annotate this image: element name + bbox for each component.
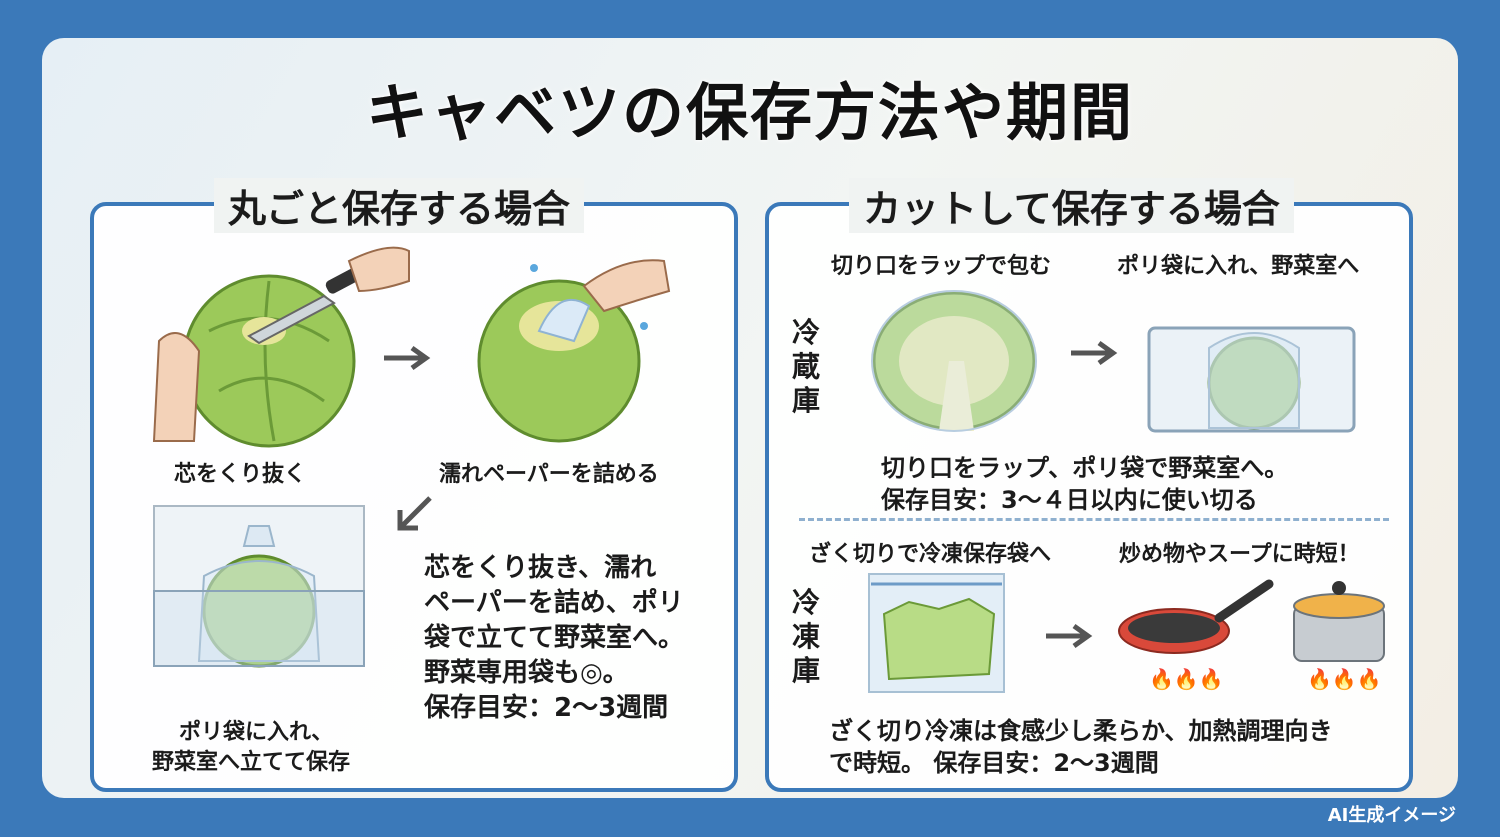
vegetable-drawer-illustration: [153, 505, 365, 668]
freezer-bag-illustration: [868, 573, 1005, 693]
soup-pot-illustration: 🔥🔥🔥: [1293, 581, 1385, 691]
whole-storage-panel: 丸ごと保存する場合 芯をくり抜く 濡れペーパーを詰める ポリ袋に入れ、 野菜室へ…: [90, 178, 738, 792]
drawer-bagged-cabbage-illustration: [1147, 326, 1356, 433]
description-line: 野菜専用袋も◎。: [424, 658, 629, 688]
wrapped-half-cabbage-illustration: [871, 290, 1037, 432]
freezer-description-line2: で時短。 保存目安：2〜3週間: [829, 749, 1159, 777]
step-bag-line2: 野菜室へ立てて保存: [152, 750, 351, 775]
description-line: ペーパーを詰め、ポリ: [424, 588, 684, 618]
storage-period: 保存目安：2〜3週間: [424, 693, 669, 723]
fridge-step1: 切り口をラップで包む: [831, 254, 1052, 279]
description-line: 芯をくり抜き、濡れ: [424, 553, 657, 583]
frying-pan-illustration: 🔥🔥🔥: [1118, 579, 1274, 691]
arrow-down-left-icon: [397, 496, 432, 531]
fridge-description-line1: 切り口をラップ、ポリ袋で野菜室へ。: [881, 454, 1289, 482]
arrow-right-icon: [1071, 340, 1118, 366]
cabbage-paper-illustration: [477, 259, 671, 443]
ai-generated-badge: AI生成イメージ: [1327, 805, 1456, 826]
flame-icon: 🔥🔥🔥: [1307, 667, 1382, 691]
cabbage-knife-illustration: [152, 246, 410, 448]
freezer-step1: ざく切りで冷凍保存袋へ: [809, 542, 1052, 567]
panel-title: 丸ごと保存する場合: [214, 178, 585, 233]
page-title: キャベツの保存方法や期間: [365, 76, 1134, 149]
description-line: 袋で立てて野菜室へ。: [424, 623, 685, 653]
whole-description: 芯をくり抜き、濡れ ペーパーを詰め、ポリ 袋で立てて野菜室へ。 野菜専用袋も◎。…: [424, 551, 684, 726]
fridge-step2: ポリ袋に入れ、野菜室へ: [1117, 254, 1360, 279]
cut-storage-panel: カットして保存する場合 冷蔵庫 切り口をラップで包む ポリ袋に入れ、野菜室へ 切…: [765, 178, 1413, 792]
step-core-removal: 芯をくり抜く: [174, 462, 307, 487]
freezer-description-line1: ざく切り冷凍は食感少し柔らか、加熱調理向き: [829, 717, 1333, 745]
freezer-step2: 炒め物やスープに時短！: [1119, 542, 1360, 567]
step-bag-line1: ポリ袋に入れ、: [179, 720, 334, 745]
freezer-label: 冷凍庫: [791, 586, 820, 687]
fridge-label: 冷蔵庫: [791, 316, 820, 417]
section-divider: [799, 518, 1389, 521]
arrow-right-icon: [1046, 623, 1093, 649]
arrow-right-icon: [384, 345, 431, 371]
flame-icon: 🔥🔥🔥: [1149, 667, 1224, 691]
fridge-storage-period: 保存目安：3〜４日以内に使い切る: [881, 486, 1258, 514]
panel-title: カットして保存する場合: [849, 178, 1294, 233]
step-wet-paper: 濡れペーパーを詰める: [439, 462, 659, 487]
